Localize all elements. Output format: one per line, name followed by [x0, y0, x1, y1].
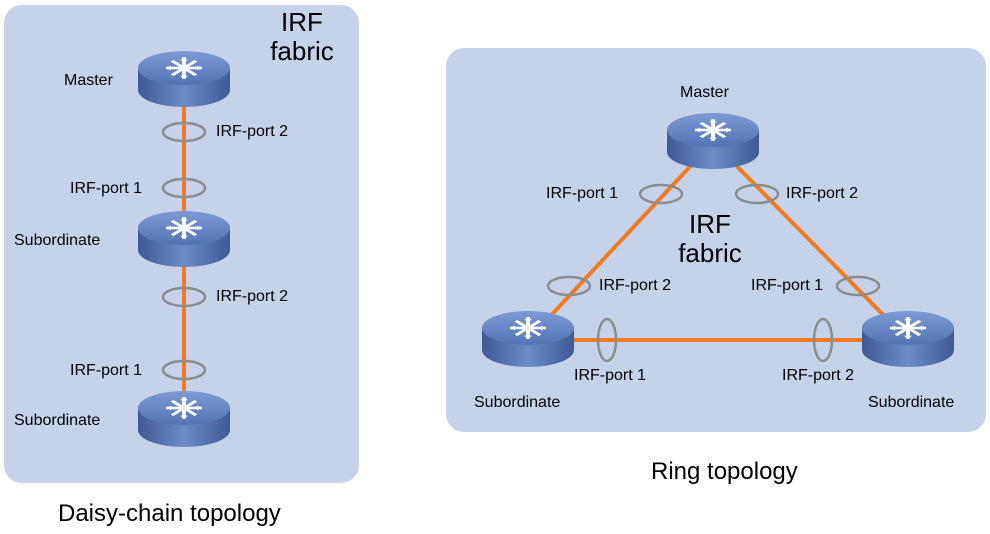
- port-label: IRF-port 2: [786, 185, 859, 202]
- fabric-label-line: IRF: [281, 7, 323, 37]
- port-label: IRF-port 2: [216, 288, 289, 305]
- switch-icon: [138, 211, 230, 267]
- fabric-label-line: fabric: [678, 238, 742, 268]
- switch-icon: [862, 311, 954, 367]
- device-label: Master: [680, 84, 729, 101]
- fabric-label-line: fabric: [270, 36, 334, 66]
- device-label: Master: [64, 72, 113, 89]
- port-ring: [734, 183, 780, 205]
- port-label: IRF-port 1: [70, 362, 143, 379]
- ring-panel: [446, 48, 986, 432]
- device-label: Subordinate: [14, 412, 101, 429]
- ring-fabric-label: IRF fabric: [670, 210, 750, 268]
- ring-link-master-right: [711, 140, 910, 342]
- port-ring: [812, 317, 834, 363]
- port-label: IRF-port 1: [574, 367, 647, 384]
- port-ring: [161, 359, 207, 381]
- fabric-label-line: IRF: [689, 209, 731, 239]
- port-ring: [638, 183, 684, 205]
- port-ring: [596, 317, 618, 363]
- port-label: IRF-port 1: [70, 180, 143, 197]
- port-ring: [161, 177, 207, 199]
- device-label: Subordinate: [474, 394, 561, 411]
- daisy-chain-caption: Daisy-chain topology: [58, 500, 281, 527]
- port-label: IRF-port 2: [599, 277, 672, 294]
- port-ring: [546, 275, 592, 297]
- port-label: IRF-port 1: [751, 277, 824, 294]
- ring-link-master-left: [526, 140, 715, 342]
- ring-caption: Ring topology: [651, 458, 798, 485]
- switch-icon: [667, 113, 759, 169]
- device-label: Subordinate: [14, 232, 101, 249]
- daisy-fabric-label: IRF fabric: [262, 8, 342, 66]
- port-label: IRF-port 1: [546, 185, 619, 202]
- device-label: Subordinate: [868, 394, 955, 411]
- port-ring: [835, 275, 881, 297]
- switch-icon: [138, 391, 230, 447]
- port-label: IRF-port 2: [782, 367, 855, 384]
- switch-icon: [482, 311, 574, 367]
- port-label: IRF-port 2: [216, 123, 289, 140]
- port-ring: [161, 286, 207, 308]
- switch-icon: [138, 51, 230, 107]
- port-ring: [161, 121, 207, 143]
